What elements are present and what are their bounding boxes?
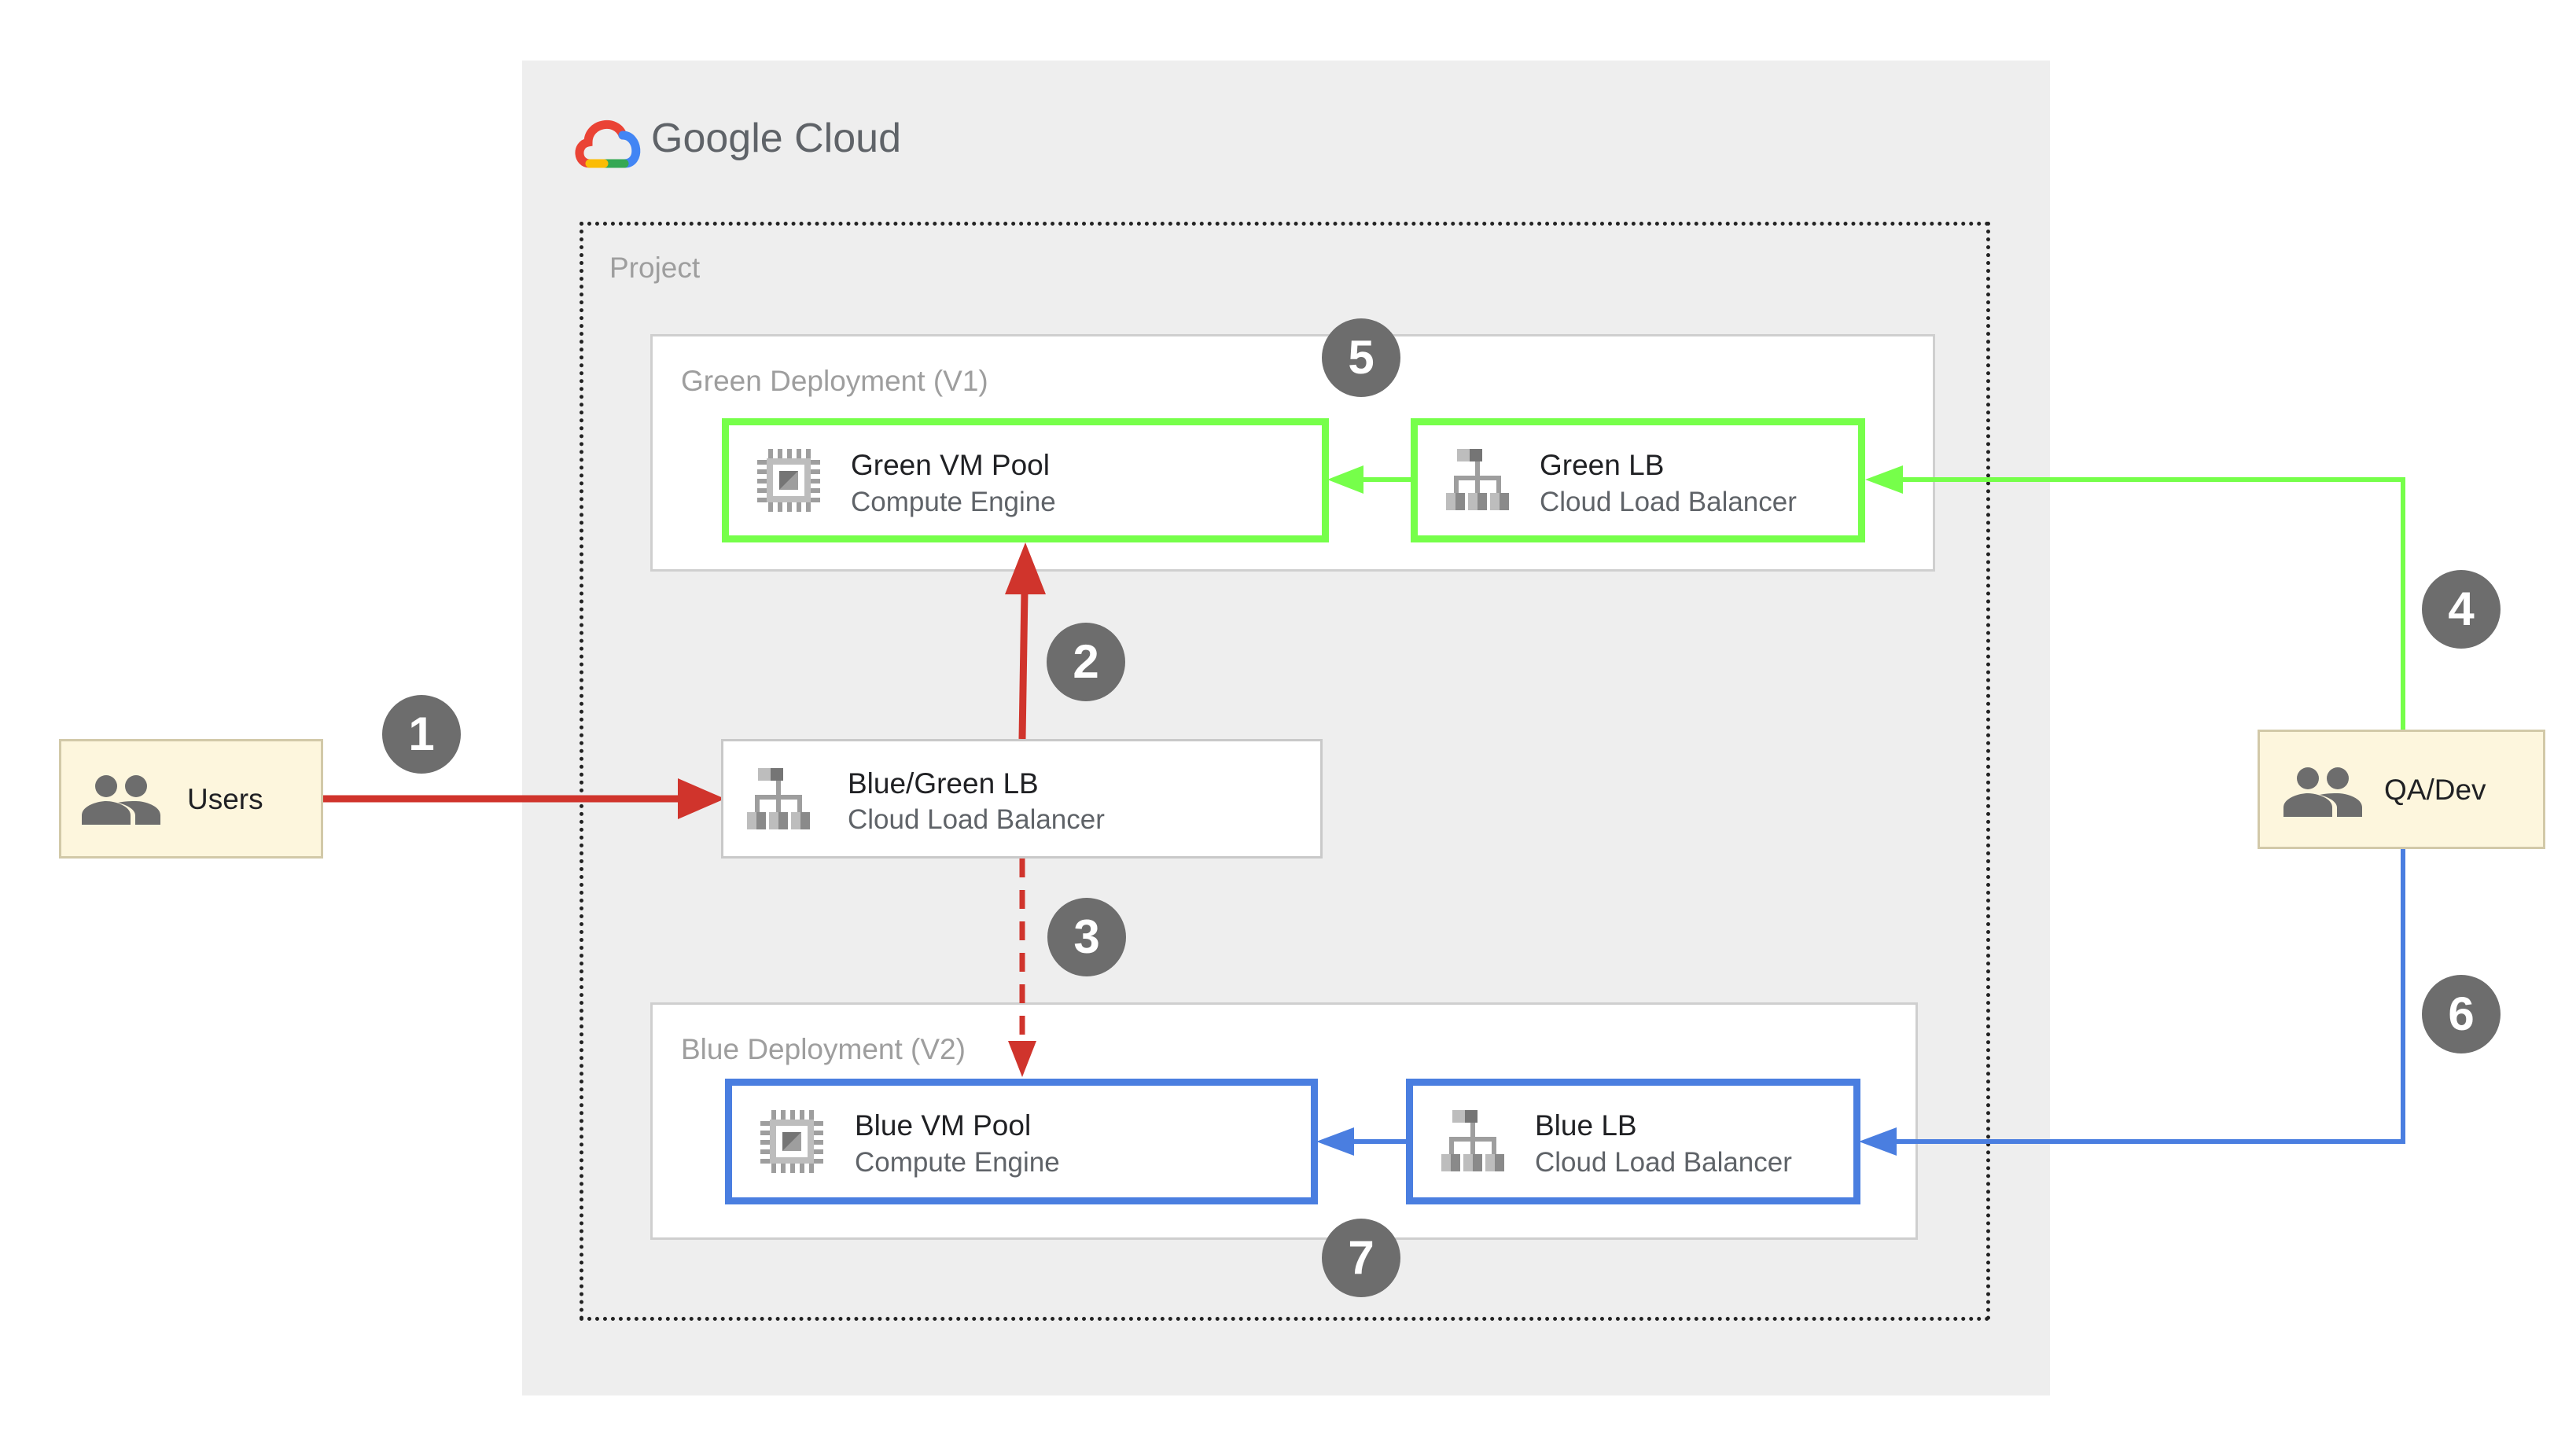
blue-lb-title: Blue LB	[1535, 1109, 1637, 1142]
green-lb-to-pool-arrowhead	[1327, 465, 1363, 494]
blue-vm-pool[interactable]: Blue VM Pool Compute Engine	[725, 1079, 1318, 1204]
users-to-bg-lb-arrowhead	[678, 778, 725, 819]
bg-lb-to-blue-pool-arrowhead	[1008, 1041, 1036, 1077]
qa-to-blue-lb-arrow	[1895, 849, 2405, 1144]
blue-lb-subtitle: Cloud Load Balancer	[1535, 1147, 1792, 1178]
blue-green-lb[interactable]: Blue/Green LB Cloud Load Balancer	[721, 739, 1323, 859]
step-badge-1: 1	[382, 695, 461, 774]
green-vm-pool-subtitle: Compute Engine	[851, 487, 1056, 517]
green-lb-subtitle: Cloud Load Balancer	[1540, 487, 1797, 517]
qa-to-blue-lb-arrowhead	[1859, 1127, 1897, 1156]
step-badge-6: 6	[2422, 975, 2501, 1053]
chip-icon	[760, 1110, 823, 1173]
blue-lb[interactable]: Blue LB Cloud Load Balancer	[1406, 1079, 1860, 1204]
step-badge-7: 7	[1322, 1219, 1400, 1297]
qa-dev-actor[interactable]: QA/Dev	[2258, 730, 2545, 849]
green-vm-pool-title: Green VM Pool	[851, 449, 1050, 481]
load-balancer-icon	[1441, 1110, 1504, 1171]
bg-lb-to-green-pool-arrow	[1018, 590, 1029, 740]
google-cloud-logo-icon	[575, 120, 641, 168]
blue-vm-pool-subtitle: Compute Engine	[855, 1147, 1060, 1178]
users-actor[interactable]: Users	[59, 739, 323, 859]
green-deployment-label: Green Deployment (V1)	[681, 365, 988, 397]
step-badge-3: 3	[1047, 898, 1126, 976]
blue-vm-pool-title: Blue VM Pool	[855, 1109, 1032, 1142]
step-badge-4: 4	[2422, 570, 2501, 649]
load-balancer-icon	[1446, 449, 1509, 510]
blue-deployment-label: Blue Deployment (V2)	[681, 1033, 966, 1065]
bg-lb-to-green-pool-arrowhead	[1005, 542, 1046, 594]
qa-to-green-lb-arrowhead	[1865, 465, 1903, 494]
load-balancer-icon	[747, 768, 810, 829]
project-label: Project	[609, 252, 701, 284]
qa-dev-label: QA/Dev	[2384, 774, 2486, 806]
step-badge-2: 2	[1047, 623, 1125, 701]
chip-icon	[757, 449, 820, 512]
green-vm-pool[interactable]: Green VM Pool Compute Engine	[722, 418, 1329, 542]
green-lb[interactable]: Green LB Cloud Load Balancer	[1411, 418, 1865, 542]
green-lb-title: Green LB	[1540, 449, 1665, 481]
blue-lb-to-pool-arrowhead	[1316, 1127, 1354, 1156]
project-boundary	[580, 222, 1990, 1321]
brand-name: Google Cloud	[651, 116, 901, 161]
qa-to-green-lb-arrow	[1903, 477, 2405, 730]
people-icon	[2283, 767, 2362, 817]
blue-green-lb-subtitle: Cloud Load Balancer	[848, 804, 1105, 835]
step-badge-5: 5	[1322, 318, 1400, 397]
users-label: Users	[187, 783, 263, 815]
blue-green-lb-title: Blue/Green LB	[848, 767, 1039, 800]
people-icon	[82, 775, 160, 825]
